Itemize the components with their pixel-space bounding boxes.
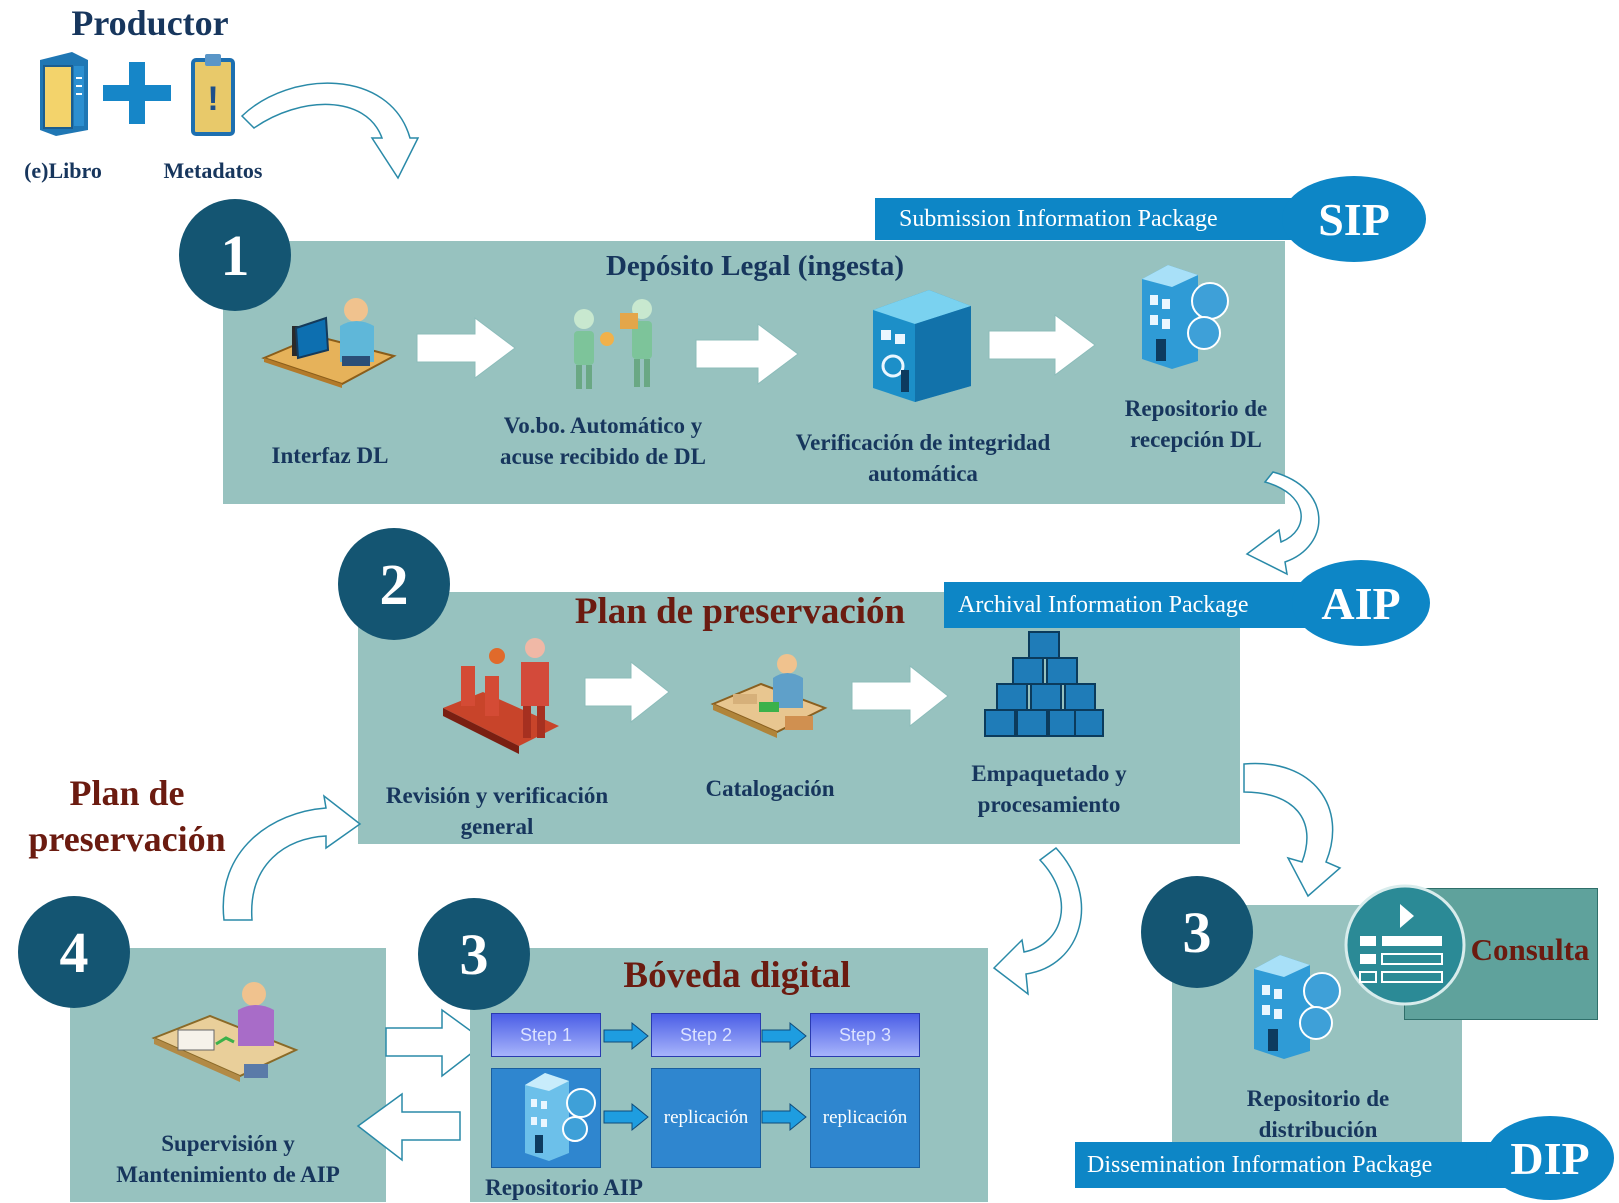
- curved-arrow-icon: [992, 846, 1083, 996]
- stage2-number: 2: [338, 528, 450, 640]
- vault-step: Step 2: [651, 1013, 761, 1057]
- distribution-number: 3: [1141, 876, 1253, 988]
- plus-icon: [103, 62, 171, 124]
- stage2-step-text: Revisión y verificación general: [385, 783, 609, 839]
- stage1-step-text: Vo.bo. Automático y acuse recibido de DL: [500, 413, 706, 469]
- stage1-number: 1: [179, 199, 291, 311]
- small-arrow-icon: [603, 1021, 649, 1051]
- stage1-title: Depósito Legal (ingesta): [605, 250, 905, 282]
- distribution-label: Repositorio de distribución: [1246, 1086, 1390, 1142]
- computer-user-icon: [261, 298, 397, 388]
- vault-step: Step 1: [491, 1013, 601, 1057]
- stage1-step-text: Verificación de integridad automática: [795, 430, 1051, 486]
- small-arrow-icon: [761, 1102, 807, 1132]
- cataloguer-icon: [710, 654, 828, 738]
- small-arrow-icon: [603, 1102, 649, 1132]
- arrow-right-icon: [851, 664, 949, 728]
- stage2-title: Plan de preservación: [574, 591, 906, 632]
- dip-bar-text: Dissemination Information Package: [1087, 1151, 1433, 1178]
- book-label: (e)Libro: [24, 158, 102, 183]
- stage1-step-label: Verificación de integridad automática: [765, 427, 1081, 489]
- stage4-label: Supervisión y Mantenimiento de AIP: [116, 1131, 340, 1187]
- stage1-step-text: Interfaz DL: [271, 443, 389, 468]
- data-center-icon: [873, 290, 971, 402]
- book-icon: [40, 52, 88, 136]
- stage1-step-label: Vo.bo. Automático y acuse recibido de DL: [458, 410, 748, 472]
- stage1-step-text: Repositorio de recepción DL: [1124, 396, 1268, 452]
- server-globe-icon: [1142, 265, 1229, 369]
- stage2-step-text: Empaquetado y procesamiento: [971, 761, 1127, 817]
- sip-bar: Submission Information Package: [875, 198, 1315, 240]
- stage1-step-label: Repositorio de recepción DL: [1100, 393, 1292, 455]
- consult-label: Consulta: [1470, 932, 1590, 967]
- stage1-step-label: Interfaz DL: [235, 440, 425, 471]
- aip-bar: Archival Information Package: [944, 582, 1338, 628]
- arrow-right-icon: [385, 1008, 488, 1078]
- stage2-step-label: Catalogación: [670, 773, 870, 804]
- replication-box: replicación: [651, 1068, 761, 1168]
- stage2-step-label: Empaquetado y procesamiento: [944, 758, 1154, 820]
- dip-bar: Dissemination Information Package: [1075, 1142, 1511, 1188]
- sip-badge: SIP: [1282, 176, 1426, 262]
- curved-arrow-icon: [240, 82, 420, 180]
- curved-arrow-icon: [222, 794, 362, 921]
- arrow-right-icon: [584, 660, 670, 724]
- stage4-number: 4: [18, 896, 130, 1008]
- sip-bar-text: Submission Information Package: [899, 205, 1218, 232]
- list-icon: [1344, 884, 1466, 1006]
- supervisor-icon: [151, 982, 299, 1082]
- aip-badge: AIP: [1292, 560, 1430, 646]
- boxes-icon: [984, 631, 1104, 737]
- replication-box: replicación: [810, 1068, 920, 1168]
- arrow-left-icon: [356, 1092, 461, 1162]
- arrow-right-icon: [695, 323, 799, 385]
- server-globe-icon: [525, 1073, 596, 1161]
- side-label: Plan de preservación: [28, 773, 226, 859]
- vault-title: Bóveda digital: [623, 955, 851, 996]
- stage2-step-label: Revisión y verificación general: [362, 780, 632, 842]
- stage1-panel: [223, 241, 1285, 504]
- handshake-icon: [574, 299, 652, 389]
- arrow-right-icon: [416, 317, 516, 379]
- clipboard-icon: !: [191, 54, 235, 136]
- small-arrow-icon: [761, 1021, 807, 1051]
- repo-aip-label: Repositorio AIP: [485, 1175, 643, 1200]
- stage2-step-text: Catalogación: [705, 776, 835, 801]
- vault-number: 3: [418, 898, 530, 1010]
- curved-arrow-icon: [1243, 762, 1342, 898]
- dip-badge: DIP: [1486, 1116, 1614, 1200]
- producer-title: Productor: [71, 3, 229, 43]
- server-globe-icon: [1254, 955, 1341, 1059]
- vault-step: Step 3: [810, 1013, 920, 1057]
- svg-text:!: !: [207, 80, 218, 118]
- aip-bar-text: Archival Information Package: [958, 591, 1249, 618]
- metadata-label: Metadatos: [163, 158, 263, 183]
- curved-arrow-icon: [1245, 471, 1320, 576]
- conveyor-icon: [443, 638, 559, 754]
- arrow-right-icon: [988, 314, 1096, 376]
